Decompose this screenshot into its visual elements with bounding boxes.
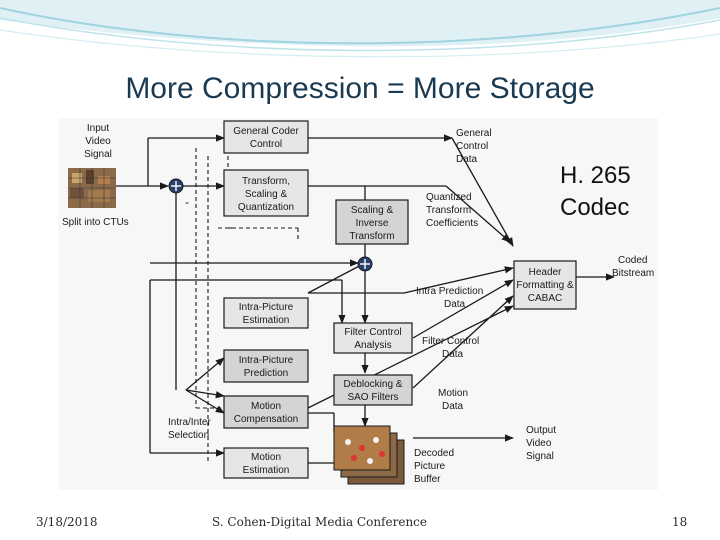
svg-text:Picture: Picture <box>414 461 446 472</box>
svg-text:Filter Control: Filter Control <box>422 336 479 347</box>
adder-icon <box>168 178 184 194</box>
header-decoration <box>0 0 720 58</box>
svg-text:General Coder: General Coder <box>233 126 299 137</box>
svg-text:Control: Control <box>456 141 488 152</box>
svg-text:Inverse: Inverse <box>356 218 389 229</box>
codec-label: H. 265 Codec <box>560 160 631 224</box>
svg-text:Video: Video <box>526 438 552 449</box>
svg-text:Transform: Transform <box>426 205 471 216</box>
quantized-transform-coefficients-label: Quantized Transform Coefficients <box>426 192 478 229</box>
svg-text:Motion: Motion <box>251 401 281 412</box>
footer-page-number: 18 <box>672 515 688 529</box>
transform-scaling-quantization-box: Transform, Scaling & Quantization <box>223 169 309 217</box>
deblocking-sao-filters-box: Deblocking & SAO Filters <box>333 374 413 406</box>
filter-control-data-label: Filter Control Data <box>422 336 479 360</box>
svg-text:SAO Filters: SAO Filters <box>347 392 398 403</box>
svg-text:Analysis: Analysis <box>354 340 391 351</box>
svg-text:Estimation: Estimation <box>243 465 290 476</box>
svg-text:Intra/Inter: Intra/Inter <box>168 417 211 428</box>
svg-text:Filter Control: Filter Control <box>344 327 401 338</box>
svg-text:Deblocking &: Deblocking & <box>344 379 403 390</box>
svg-text:Decoded: Decoded <box>414 448 454 459</box>
svg-text:Signal: Signal <box>526 451 554 462</box>
svg-text:Intra Prediction: Intra Prediction <box>416 286 483 297</box>
input-frame-thumbnail <box>68 168 116 208</box>
codec-line-2: Codec <box>560 194 630 221</box>
svg-text:Intra-Picture: Intra-Picture <box>239 302 294 313</box>
split-into-ctus-label: Split into CTUs <box>62 217 129 228</box>
output-video-signal-label: Output Video Signal <box>526 425 556 462</box>
decoded-picture-buffer-frames <box>333 425 405 485</box>
svg-text:CABAC: CABAC <box>528 293 562 304</box>
svg-text:Coded: Coded <box>618 255 647 266</box>
svg-text:Motion: Motion <box>438 388 468 399</box>
codec-line-1: H. 265 <box>560 162 631 189</box>
svg-text:Prediction: Prediction <box>244 368 288 379</box>
svg-text:General: General <box>456 128 492 139</box>
general-coder-control-box: General Coder Control <box>223 120 309 154</box>
svg-text:Intra-Picture: Intra-Picture <box>239 355 294 366</box>
svg-text:Quantized: Quantized <box>426 192 472 203</box>
svg-text:Signal: Signal <box>84 149 112 160</box>
coded-bitstream-label: Coded Bitstream <box>612 255 654 279</box>
svg-text:Output: Output <box>526 425 556 436</box>
svg-text:Data: Data <box>442 401 464 412</box>
svg-text:Quantization: Quantization <box>238 202 294 213</box>
svg-text:Buffer: Buffer <box>414 474 441 485</box>
hevc-encoder-block-diagram: Input Video Signal Split into CTUs <box>58 118 658 490</box>
slide-title: More Compression = More Storage <box>125 72 595 105</box>
adder-icon <box>357 256 373 272</box>
svg-text:Input: Input <box>87 123 109 134</box>
svg-text:Scaling &: Scaling & <box>351 205 394 216</box>
scaling-inverse-transform-box: Scaling & Inverse Transform <box>335 199 409 245</box>
svg-text:Selection: Selection <box>168 430 209 441</box>
intra-prediction-data-label: Intra Prediction Data <box>416 286 483 310</box>
header-formatting-cabac-box: Header Formatting & CABAC <box>513 260 577 310</box>
svg-text:Motion: Motion <box>251 452 281 463</box>
svg-text:Compensation: Compensation <box>234 414 298 425</box>
intra-inter-selection-label: Intra/Inter Selection <box>168 417 211 441</box>
svg-text:Bitstream: Bitstream <box>612 268 654 279</box>
footer-presenter: S. Cohen-Digital Media Conference <box>212 515 427 529</box>
svg-text:Transform: Transform <box>349 231 394 242</box>
svg-text:Transform,: Transform, <box>242 176 290 187</box>
motion-estimation-box: Motion Estimation <box>223 447 309 479</box>
decoded-picture-buffer-label: Decoded Picture Buffer <box>414 448 454 485</box>
svg-text:Video: Video <box>85 136 111 147</box>
input-video-signal-label: Input Video Signal <box>84 123 112 160</box>
svg-text:Data: Data <box>456 154 478 165</box>
svg-text:Formatting &: Formatting & <box>516 280 574 291</box>
svg-text:Control: Control <box>250 139 282 150</box>
svg-text:Data: Data <box>444 299 466 310</box>
intra-picture-prediction-box: Intra-Picture Prediction <box>223 349 309 383</box>
svg-text:Data: Data <box>442 349 464 360</box>
intra-picture-estimation-box: Intra-Picture Estimation <box>223 297 309 329</box>
signal-connectors <box>116 134 615 464</box>
svg-text:Header: Header <box>529 267 562 278</box>
minus-sign: - <box>185 195 189 209</box>
svg-text:Scaling &: Scaling & <box>245 189 288 200</box>
general-control-data-label: General Control Data <box>456 128 492 165</box>
motion-data-label: Motion Data <box>438 388 468 412</box>
filter-control-analysis-box: Filter Control Analysis <box>333 322 413 354</box>
motion-compensation-box: Motion Compensation <box>223 395 309 429</box>
svg-text:Estimation: Estimation <box>243 315 290 326</box>
footer-date: 3/18/2018 <box>36 515 98 529</box>
control-connectors <box>195 148 299 463</box>
svg-text:Coefficients: Coefficients <box>426 218 478 229</box>
